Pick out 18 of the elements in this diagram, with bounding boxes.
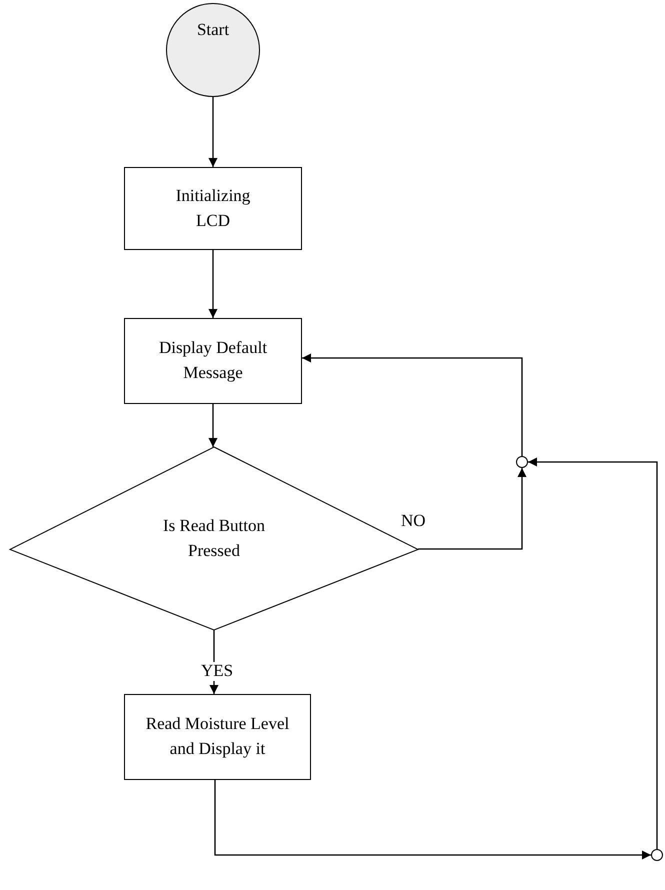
connector-circle: [516, 456, 528, 468]
edge-label: YES: [200, 662, 234, 681]
arrow: [302, 354, 523, 456]
process-box: [124, 694, 311, 780]
node-label: Display Default Message: [158, 337, 268, 384]
arrow: [528, 458, 658, 849]
node-label: Start: [196, 18, 230, 41]
arrow: [208, 250, 218, 318]
arrow: [208, 404, 218, 447]
node-label: Is Read Button Pressed: [162, 514, 266, 562]
process-box: [124, 318, 302, 404]
process-box: [124, 167, 302, 250]
connector-circle: [651, 849, 663, 861]
node-label: Initializing LCD: [174, 184, 252, 232]
node-label: Read Moisture Level and Display it: [144, 713, 290, 760]
arrow: [208, 97, 218, 167]
arrow: [214, 780, 651, 860]
arrow: [418, 468, 526, 550]
